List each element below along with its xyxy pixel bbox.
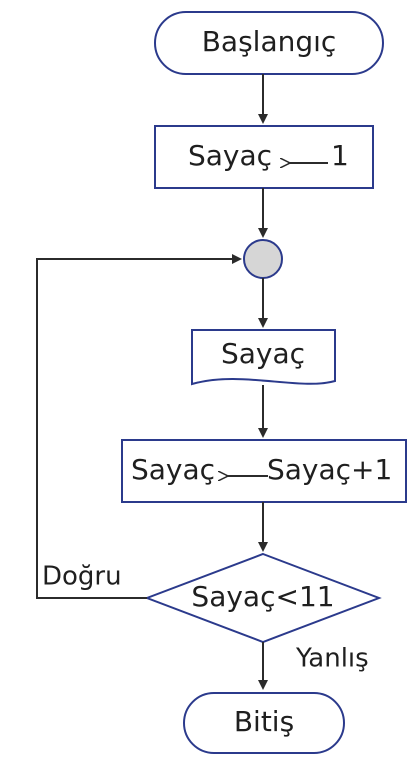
output-document — [191, 329, 336, 386]
start-label: Başlangıç — [202, 25, 337, 58]
output-label: Sayaç — [221, 337, 305, 370]
increment-variable-label: Sayaç — [131, 453, 215, 486]
increment-expression-label: Sayaç+1 — [267, 453, 392, 486]
init-process — [154, 125, 374, 189]
end-terminator — [183, 692, 345, 754]
loop-back-path — [36, 254, 242, 599]
end-label: Bitiş — [234, 705, 294, 738]
start-terminator — [154, 11, 384, 75]
false-branch-label: Yanlış — [295, 644, 369, 674]
init-value-label: 1 — [331, 139, 349, 172]
true-branch-label: Doğru — [42, 562, 122, 592]
increment-process — [121, 439, 407, 503]
init-variable-label: Sayaç — [188, 139, 272, 172]
loop-connector — [243, 239, 283, 279]
decision-label: Sayaç<11 — [191, 580, 334, 613]
